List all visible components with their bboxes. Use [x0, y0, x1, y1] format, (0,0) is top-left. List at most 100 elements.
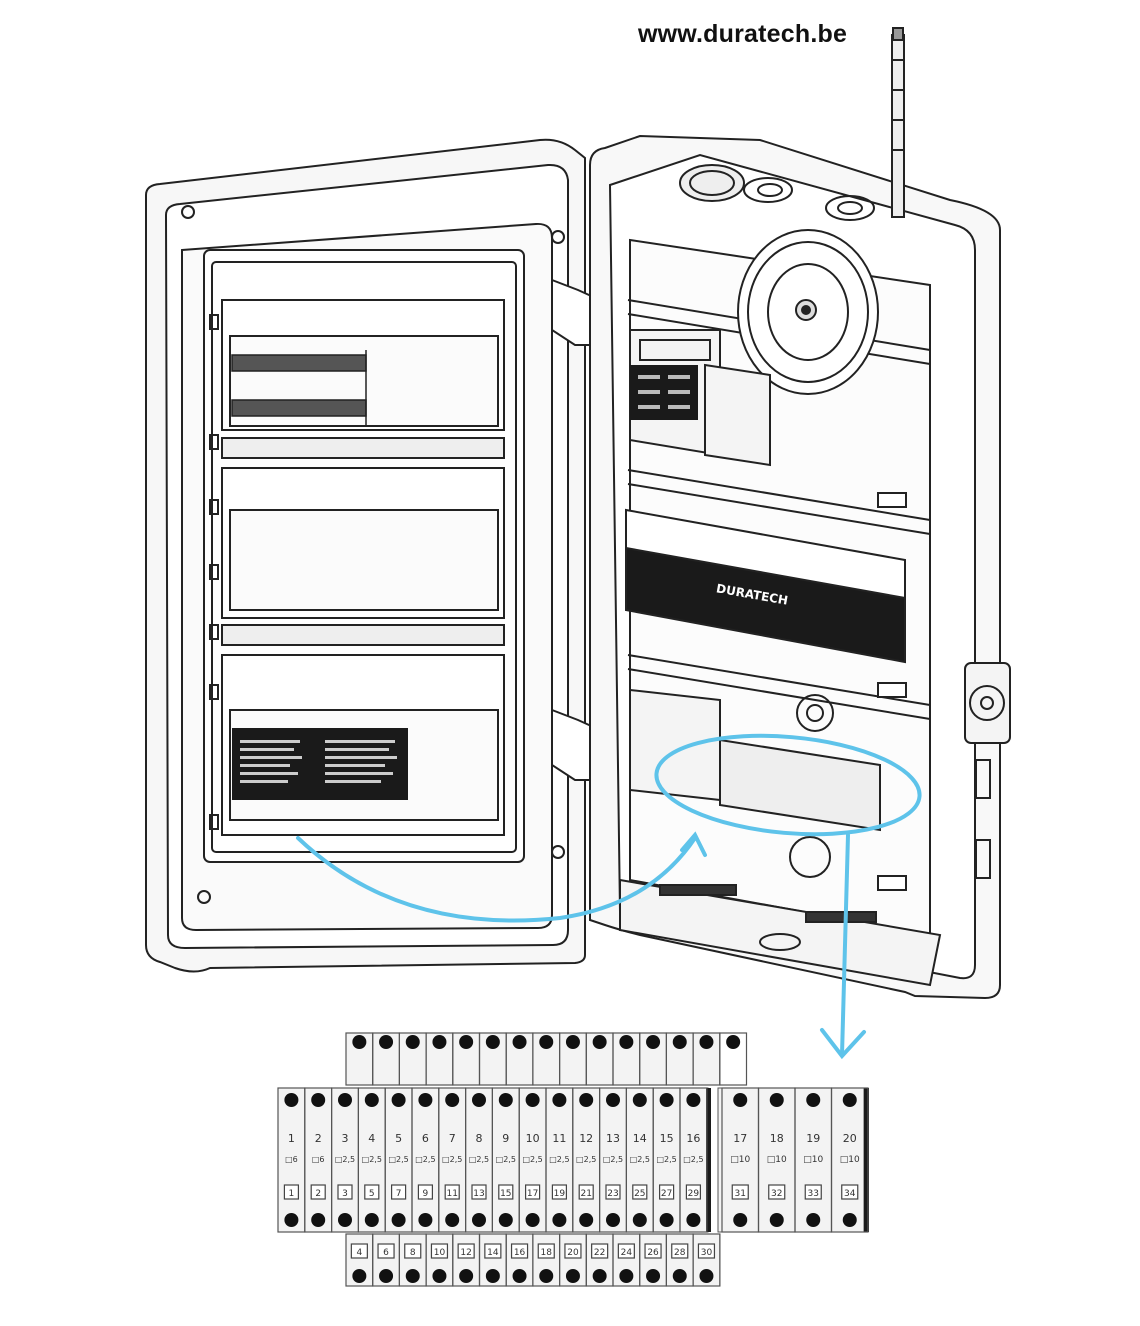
bottom-row-code: 18: [541, 1248, 553, 1258]
terminal-top-hole: [806, 1093, 821, 1107]
terminal-code: 2: [315, 1189, 321, 1199]
terminal-8: 8□2,513: [465, 1087, 494, 1233]
terminal-number: 3: [342, 1132, 349, 1145]
terminal-code: 23: [607, 1189, 618, 1199]
top-row-hole: [565, 1035, 580, 1049]
terminal-bottom-hole: [659, 1213, 674, 1227]
terminal-wire-size: □2,5: [362, 1155, 382, 1164]
terminal-bottom-hole: [525, 1213, 540, 1227]
bottom-row-hole: [512, 1269, 527, 1283]
terminal-code: 33: [808, 1189, 819, 1199]
open-door: [145, 138, 601, 973]
terminal-code: 32: [771, 1189, 782, 1199]
terminal-top-hole: [311, 1093, 326, 1107]
bottom-row-code: 14: [487, 1248, 499, 1258]
bottom-row-hole: [432, 1269, 447, 1283]
terminal-bottom-hole: [842, 1213, 857, 1227]
terminal-code: 15: [500, 1189, 511, 1199]
terminal-7: 7 □2,5 11: [438, 1087, 467, 1233]
bottom-row-cell-24: 24: [612, 1233, 641, 1287]
terminal-wire-size: □2,5: [630, 1155, 650, 1164]
bottom-row-code: 8: [410, 1248, 416, 1258]
terminal-number: 17: [733, 1132, 747, 1145]
bottom-row-code: 6: [383, 1248, 389, 1258]
terminal-1: 1□61: [277, 1087, 306, 1233]
terminal-code: 17: [527, 1189, 538, 1199]
bottom-row-code: 24: [621, 1248, 633, 1258]
terminal-number: 16: [686, 1132, 700, 1145]
terminal-wire-size: □10: [840, 1155, 860, 1165]
terminal-code: 11: [446, 1189, 457, 1199]
terminal-top-hole: [338, 1093, 352, 1107]
terminal-wire-size: □2,5: [388, 1155, 408, 1164]
terminal-bottom-hole: [418, 1213, 433, 1227]
terminal-block-diagram: 1□61 2 □6 23 □2,5 34 □2,5 5 5 □2,5 7 6□2,59 7 □2,5 11 8…: [277, 1032, 869, 1287]
website-url: www.duratech.be: [638, 20, 848, 48]
terminal-16: 16□2,529: [679, 1087, 708, 1233]
terminal-13: 13□2,523: [598, 1087, 627, 1233]
top-row-hole: [726, 1035, 741, 1049]
enclosure-body: [589, 27, 1011, 1000]
terminal-code: 7: [396, 1189, 402, 1199]
top-row-hole: [512, 1035, 527, 1049]
terminal-code: 34: [844, 1189, 856, 1199]
bottom-row-cell-12: 12: [452, 1233, 481, 1287]
bottom-row-hole: [646, 1269, 661, 1283]
terminal-top-hole: [418, 1093, 433, 1107]
terminal-wire-size: □2,5: [522, 1155, 542, 1164]
terminal-number: 5: [395, 1132, 402, 1145]
terminal-code: 5: [369, 1189, 375, 1199]
terminal-top-hole: [472, 1093, 486, 1107]
top-row-hole: [699, 1035, 714, 1049]
controller-keypad: [630, 365, 698, 420]
terminal-code: 13: [473, 1189, 484, 1199]
terminal-top-hole: [391, 1093, 406, 1107]
terminal-number: 14: [633, 1132, 647, 1145]
bottom-row-cell-28: 28: [665, 1233, 694, 1287]
terminal-top-hole: [364, 1093, 379, 1107]
bottom-row-cell-14: 14: [478, 1233, 507, 1287]
terminal-number: 15: [660, 1132, 674, 1145]
terminal-6: 6□2,59: [411, 1087, 440, 1233]
terminal-top-hole: [733, 1093, 748, 1107]
bottom-row-hole: [459, 1269, 474, 1283]
terminal-top-hole: [606, 1093, 620, 1107]
terminal-wire-size: □6: [285, 1155, 298, 1164]
terminal-number: 11: [552, 1132, 566, 1145]
terminal-bottom-hole: [391, 1213, 406, 1227]
terminal-wire-size: □2,5: [335, 1155, 355, 1164]
bottom-row-cell-26: 26: [639, 1233, 668, 1287]
terminal-code: 21: [580, 1189, 591, 1199]
terminal-number: 7: [449, 1132, 456, 1145]
top-row-hole: [539, 1035, 554, 1049]
terminal-number: 10: [526, 1132, 540, 1145]
terminal-15: 15□2,527: [652, 1087, 681, 1233]
bottom-row-cell-30: 30: [692, 1233, 721, 1287]
terminal-4: 4□2,55: [357, 1087, 386, 1233]
bottom-row-code: 12: [460, 1248, 471, 1258]
terminal-bottom-hole: [364, 1213, 379, 1227]
bottom-row-hole: [699, 1269, 714, 1283]
bottom-row-hole: [405, 1269, 420, 1283]
terminal-code: 31: [735, 1189, 746, 1199]
terminal-code: 27: [661, 1189, 672, 1199]
bottom-row-code: 22: [594, 1248, 605, 1258]
bottom-row-hole: [592, 1269, 607, 1283]
terminal-top-hole: [552, 1093, 567, 1107]
bottom-row-hole: [672, 1269, 687, 1283]
terminal-bottom-hole: [338, 1213, 352, 1227]
bottom-row-code: 26: [647, 1248, 659, 1258]
top-row-hole: [619, 1035, 634, 1049]
bottom-row-hole: [539, 1269, 554, 1283]
terminal-top-hole: [579, 1093, 594, 1107]
top-row-hole: [672, 1035, 687, 1049]
bottom-row-hole: [619, 1269, 634, 1283]
top-row-hole: [405, 1035, 420, 1049]
bottom-row-code: 10: [434, 1248, 446, 1258]
terminal-bottom-hole: [806, 1213, 821, 1227]
bottom-row-hole: [379, 1269, 394, 1283]
terminal-wire-size: □2,5: [442, 1155, 462, 1164]
